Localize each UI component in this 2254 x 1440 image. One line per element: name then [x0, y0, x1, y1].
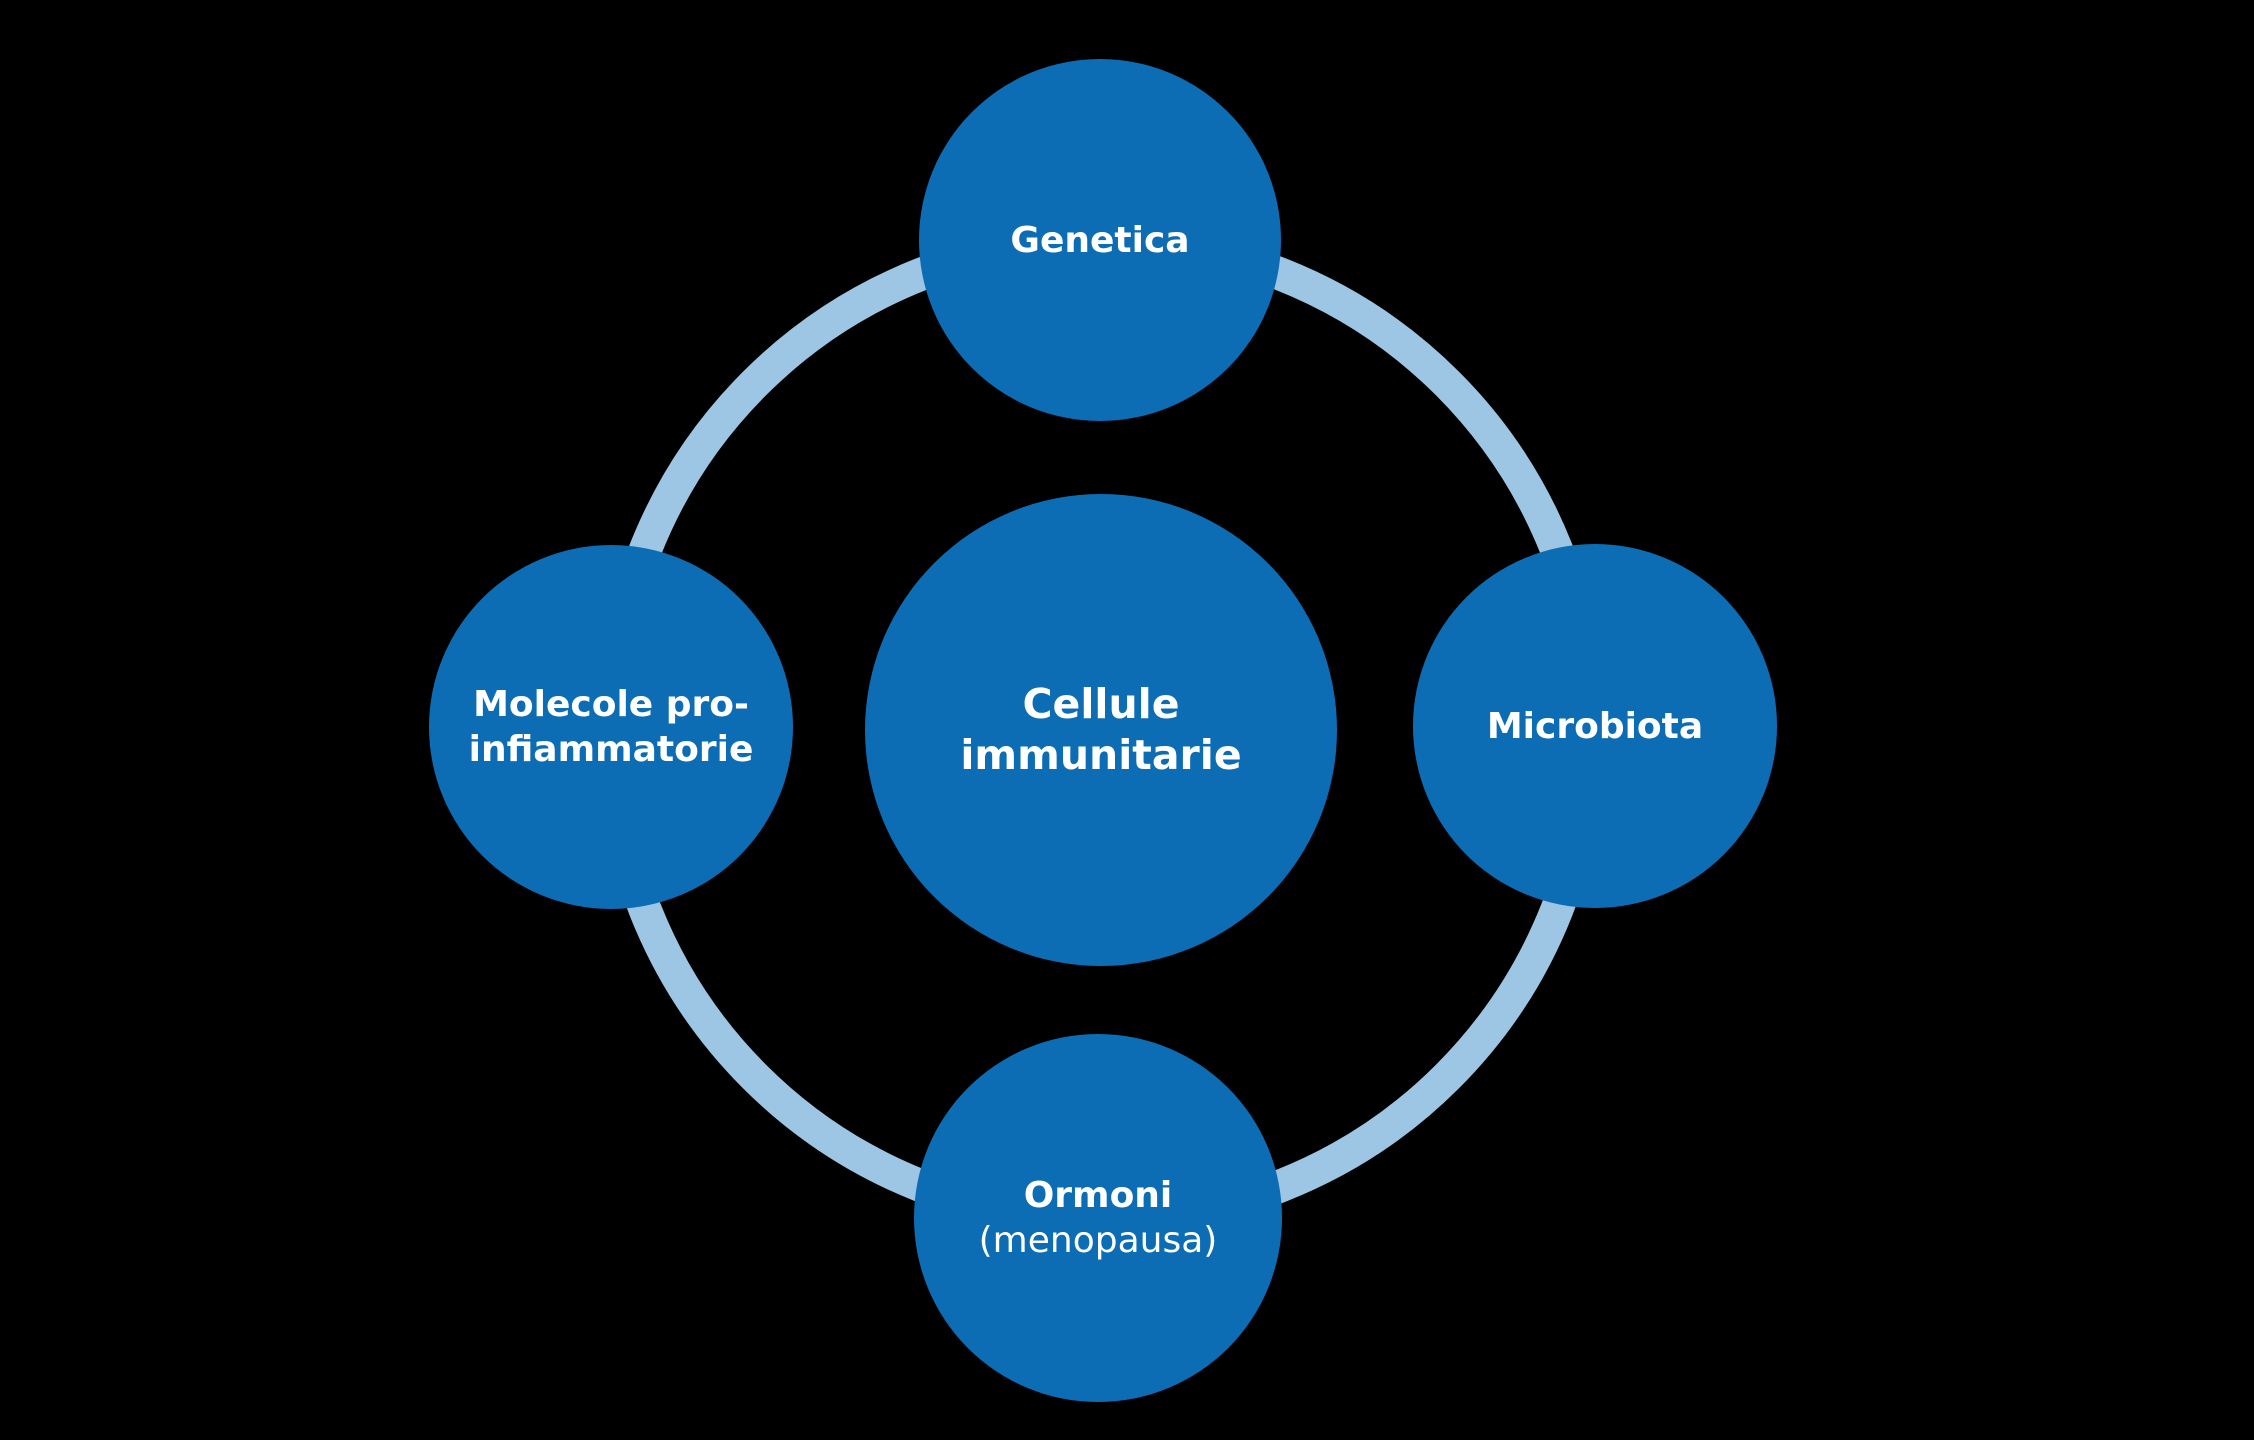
node-ormoni: Ormoni (menopausa): [914, 1034, 1282, 1402]
node-microbiota-label: Microbiota: [1487, 704, 1703, 749]
node-microbiota-text: Microbiota: [1486, 705, 1704, 747]
node-molecole-proinfiammatorie: Molecole pro- infiammatorie: [429, 545, 793, 909]
node-ormoni-subtext: (menopausa): [978, 1220, 1218, 1261]
node-genetica-label: Genetica: [1010, 218, 1189, 263]
node-cellule-immunitarie-line2: immunitarie: [960, 731, 1242, 779]
node-cellule-immunitarie-label: Cellule immunitarie: [960, 679, 1241, 782]
node-molecole-proinfiammatorie-line2: infiammatorie: [468, 729, 754, 770]
node-genetica: Genetica: [919, 59, 1281, 421]
node-cellule-immunitarie-line1: Cellule: [1022, 679, 1180, 728]
node-ormoni-text: Ormoni: [1023, 1175, 1173, 1216]
node-ormoni-label: Ormoni (menopausa): [979, 1173, 1218, 1263]
node-cellule-immunitarie: Cellule immunitarie: [865, 494, 1337, 966]
node-molecole-proinfiammatorie-label: Molecole pro- infiammatorie: [469, 682, 754, 772]
node-microbiota: Microbiota: [1413, 544, 1777, 908]
node-genetica-text: Genetica: [1010, 219, 1190, 261]
node-molecole-proinfiammatorie-line1: Molecole pro-: [473, 684, 749, 725]
